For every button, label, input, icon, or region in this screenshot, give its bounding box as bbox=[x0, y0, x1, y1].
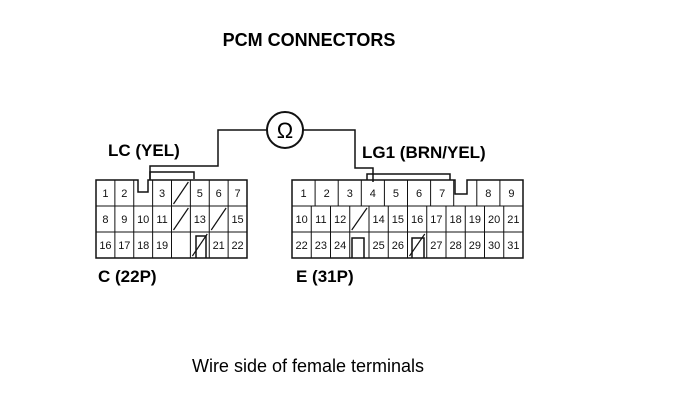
pin-number: 21 bbox=[213, 240, 225, 252]
pin-number: 6 bbox=[216, 188, 222, 200]
pin-number: 11 bbox=[315, 214, 326, 226]
pin-number: 25 bbox=[373, 240, 385, 252]
pin-number: 7 bbox=[439, 188, 445, 200]
connector-c: 1 2 3 5 6 7 8 9 10 11 13 15 16 17 18 19 21 22 bbox=[95, 171, 248, 259]
pin-number: 5 bbox=[197, 188, 203, 200]
pin-number: 18 bbox=[137, 240, 149, 252]
pin-number: 29 bbox=[469, 240, 481, 252]
pin-number: 2 bbox=[324, 188, 330, 200]
connector-e-lock-tab bbox=[366, 173, 451, 180]
pin-number: 8 bbox=[102, 214, 108, 226]
ohmmeter: Ω bbox=[149, 111, 374, 182]
pin-number: 27 bbox=[430, 240, 442, 252]
pin-number: 3 bbox=[347, 188, 353, 200]
pin-number: 11 bbox=[156, 214, 167, 226]
empty-cavity-slash bbox=[173, 207, 189, 231]
empty-cavity-slash bbox=[173, 181, 189, 205]
pin-number: 6 bbox=[416, 188, 422, 200]
pin-number: 2 bbox=[121, 188, 127, 200]
test-lead-left bbox=[149, 129, 267, 180]
pin-number: 8 bbox=[485, 188, 491, 200]
pin-number: 4 bbox=[370, 188, 376, 200]
pin-number: 20 bbox=[488, 214, 500, 226]
ohm-symbol: Ω bbox=[277, 118, 293, 143]
pin-number: 21 bbox=[507, 214, 519, 226]
pin-number: 22 bbox=[296, 240, 308, 252]
connector-c-key-slot bbox=[195, 235, 207, 258]
connector-c-cavities: 1 2 3 5 6 7 8 9 10 11 13 15 16 17 18 19 21 22 bbox=[99, 180, 244, 258]
pin-number: 5 bbox=[393, 188, 399, 200]
diagram-title: PCM CONNECTORS bbox=[223, 30, 396, 50]
pin-number: 14 bbox=[373, 214, 385, 226]
pin-number: 30 bbox=[488, 240, 500, 252]
connector-c-wire-label: LC (YEL) bbox=[108, 141, 180, 160]
connector-c-housing bbox=[95, 179, 248, 259]
pin-number: 24 bbox=[334, 240, 346, 252]
pin-number: 18 bbox=[450, 214, 462, 226]
pin-number: 17 bbox=[118, 240, 130, 252]
pin-number: 19 bbox=[156, 240, 168, 252]
pin-number: 9 bbox=[508, 188, 514, 200]
empty-cavity-slash bbox=[351, 207, 368, 231]
connector-c-name: C (22P) bbox=[98, 267, 157, 286]
pin-number: 23 bbox=[315, 240, 327, 252]
pin-number: 1 bbox=[102, 188, 108, 200]
pin-number: 17 bbox=[430, 214, 442, 226]
pin-number: 19 bbox=[469, 214, 481, 226]
connector-c-lock-tab bbox=[149, 171, 195, 179]
empty-cavity-slash bbox=[409, 233, 426, 257]
pin-number: 9 bbox=[121, 214, 127, 226]
pin-number: 3 bbox=[159, 188, 165, 200]
pin-number: 10 bbox=[296, 214, 308, 226]
pin-number: 28 bbox=[450, 240, 462, 252]
connector-e-wire-label: LG1 (BRN/YEL) bbox=[362, 143, 486, 162]
pin-number: 7 bbox=[235, 188, 241, 200]
pin-number: 15 bbox=[392, 214, 404, 226]
empty-cavity-slash bbox=[210, 207, 227, 231]
pin-number: 31 bbox=[507, 240, 519, 252]
connector-e-key-slot bbox=[411, 237, 425, 258]
connector-e-key-slot bbox=[351, 237, 365, 258]
connector-e-name: E (31P) bbox=[296, 267, 354, 286]
pin-number: 22 bbox=[231, 240, 243, 252]
pin-number: 10 bbox=[137, 214, 149, 226]
pin-number: 13 bbox=[194, 214, 206, 226]
empty-cavity-slash bbox=[191, 233, 208, 257]
pin-number: 16 bbox=[411, 214, 423, 226]
test-lead-right bbox=[303, 129, 374, 182]
diagram-caption: Wire side of female terminals bbox=[192, 356, 424, 376]
pin-number: 26 bbox=[392, 240, 404, 252]
pin-number: 1 bbox=[300, 188, 306, 200]
pin-number: 12 bbox=[334, 214, 346, 226]
pin-number: 15 bbox=[231, 214, 243, 226]
pin-number: 16 bbox=[99, 240, 111, 252]
